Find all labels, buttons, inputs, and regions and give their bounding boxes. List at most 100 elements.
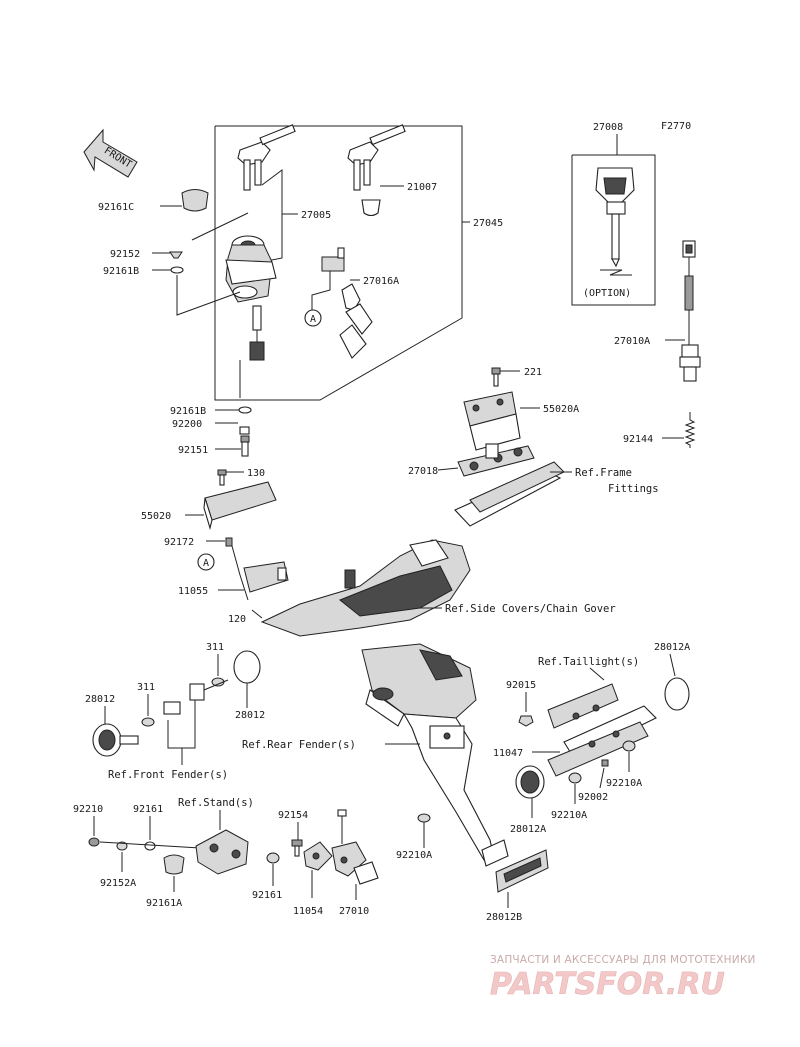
label-55020: 55020 [141, 511, 171, 522]
nut-311-left-icon [141, 717, 155, 727]
label-120: 120 [228, 614, 246, 625]
label-92161c: 92161C [98, 202, 134, 213]
cap-92161c-icon [181, 189, 209, 212]
label-92152a: 92152A [100, 878, 136, 889]
option-frame [571, 154, 656, 306]
bolt-stack-front-icon [163, 679, 229, 715]
label-92151: 92151 [178, 445, 208, 456]
label-92161-low: 92161 [252, 890, 282, 901]
watermark-brand: PARTSFOR.RU [490, 967, 725, 1002]
ignition-switch-icon [225, 235, 277, 361]
label-92002: 92002 [578, 792, 608, 803]
spring-92144-icon [684, 412, 696, 448]
label-92210a-mid: 92210A [551, 810, 587, 821]
label-130: 130 [247, 468, 265, 479]
ref-side-covers: Ref.Side Covers/Chain Gover [445, 603, 616, 615]
label-92161: 92161 [133, 804, 163, 815]
label-92154: 92154 [278, 810, 308, 821]
label-92161a: 92161A [146, 898, 182, 909]
bolt-92172-icon [225, 537, 233, 547]
marker-a-bottom [197, 553, 215, 571]
label-92161b-low: 92161B [170, 406, 206, 417]
label-28012b: 28012B [486, 912, 522, 923]
label-311-top: 311 [206, 642, 224, 653]
washer-92152-icon [169, 251, 183, 259]
nut-92210a-low-icon [417, 813, 431, 823]
label-311-left: 311 [137, 682, 155, 693]
label-92200: 92200 [172, 419, 202, 430]
bolt-92002-icon [601, 759, 609, 767]
label-11054: 11054 [293, 906, 323, 917]
label-92210: 92210 [73, 804, 103, 815]
label-28012-mid: 28012 [235, 710, 265, 721]
label-55020a: 55020A [543, 404, 579, 415]
label-27045: 27045 [473, 218, 503, 229]
side-cover-icon [260, 539, 471, 637]
front-arrow-icon: FRONT [83, 128, 138, 178]
bracket-27018-icon [457, 443, 535, 477]
label-28012a-top: 28012A [654, 642, 690, 653]
reflector-28012a-low-icon [515, 765, 545, 799]
bolt-92151-icon [240, 435, 250, 457]
label-27018: 27018 [408, 466, 438, 477]
bracket-55020a-icon [463, 391, 521, 451]
nut-92210a-right-icon [622, 740, 636, 752]
label-11047: 11047 [493, 748, 523, 759]
label-92144: 92144 [623, 434, 653, 445]
diagram-code: F2770 [661, 121, 691, 132]
nut-92015-icon [518, 715, 534, 727]
bracket-55020-icon [203, 481, 277, 531]
bush-92161b-low-icon [238, 406, 252, 414]
ref-frame-fittings-1: Ref.Frame [575, 467, 632, 479]
side-stand-switch-icon [331, 809, 379, 885]
key-cap-icon [361, 199, 381, 217]
screw-221-icon [491, 367, 501, 387]
label-28012a-low: 28012A [510, 824, 546, 835]
marker-a-bottom-label: A [203, 558, 209, 569]
taillight-bracket-icon [547, 683, 657, 777]
label-27005: 27005 [301, 210, 331, 221]
ref-taillight: Ref.Taillight(s) [538, 656, 639, 668]
switch-27010a-icon [679, 240, 701, 382]
label-21007: 21007 [407, 182, 437, 193]
stand-bracket-icon [195, 829, 249, 875]
option-label: (OPTION) [583, 288, 631, 299]
washer-92152a-icon [116, 841, 128, 851]
blank-key-icon [347, 124, 406, 191]
reflector-28012a-top-icon [664, 677, 690, 711]
option-key-icon [595, 167, 635, 268]
reflector-28012-mid-icon [233, 650, 261, 684]
label-92210a-right: 92210A [606, 778, 642, 789]
bracket-11055-icon [231, 545, 289, 601]
ref-front-fender: Ref.Front Fender(s) [108, 769, 228, 781]
ref-rear-fender: Ref.Rear Fender(s) [242, 739, 356, 751]
cap-92161a-icon [163, 854, 185, 875]
label-27010a: 27010A [614, 336, 650, 347]
plate-11054-icon [303, 841, 333, 871]
label-221: 221 [524, 367, 542, 378]
nut-92210-icon [88, 837, 100, 847]
label-92161b-top: 92161B [103, 266, 139, 277]
label-27008: 27008 [593, 122, 623, 133]
screw-130-icon [217, 469, 227, 486]
label-92152: 92152 [110, 249, 140, 260]
reflector-28012-left-icon [92, 723, 139, 757]
nut-92161-low-icon [266, 852, 280, 864]
ref-stand: Ref.Stand(s) [178, 797, 254, 809]
seat-lock-icon [311, 247, 373, 359]
marker-a-top-label: A [310, 314, 316, 325]
label-92015: 92015 [506, 680, 536, 691]
reflector-28012b-icon [481, 839, 549, 893]
label-92172: 92172 [164, 537, 194, 548]
frame-fittings-icon [454, 461, 565, 527]
label-27010: 27010 [339, 906, 369, 917]
label-92210a-low: 92210A [396, 850, 432, 861]
ignition-key-icon [237, 124, 296, 191]
label-28012-left: 28012 [85, 694, 115, 705]
label-11055: 11055 [178, 586, 208, 597]
bolt-92154-icon [291, 839, 303, 857]
ref-frame-fittings-2: Fittings [608, 483, 659, 495]
nut-92210a-mid-icon [568, 772, 582, 784]
kit-frame-27045 [214, 125, 463, 401]
